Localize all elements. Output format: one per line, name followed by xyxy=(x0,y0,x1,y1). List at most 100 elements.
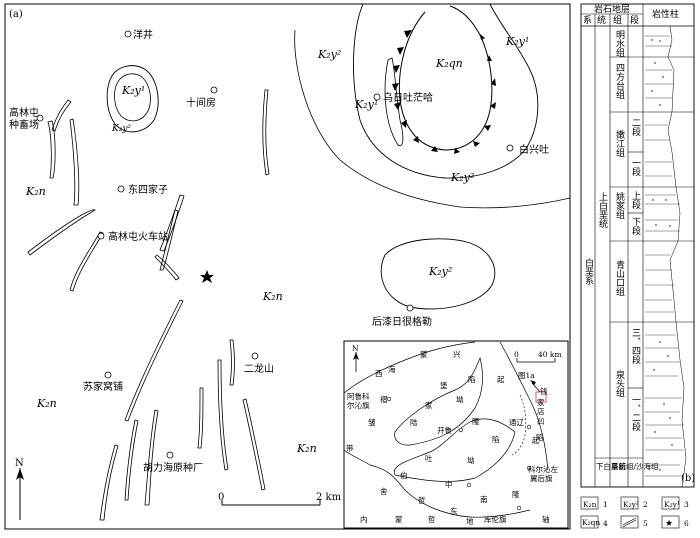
place-gaolintun-station: 高林屯火车站 xyxy=(108,230,168,243)
column-header-member: 段 xyxy=(630,14,639,26)
panel-a-label: (a) xyxy=(9,9,23,20)
sample-site-star-icon xyxy=(200,270,214,283)
formation-nenjiang: 嫩江组 xyxy=(614,129,625,157)
svg-text:西: 西 xyxy=(375,369,383,378)
legend-sym-2: K₂y² xyxy=(623,500,639,509)
legend-dike-symbol xyxy=(622,517,637,526)
svg-text:陷: 陷 xyxy=(536,432,544,442)
svg-text:内: 内 xyxy=(360,514,368,524)
svg-text:轴: 轴 xyxy=(542,514,550,524)
formation-mingshui: 明水组 xyxy=(614,30,625,57)
column-header-series: 统 xyxy=(597,14,606,26)
legend-num-2: 2 xyxy=(643,500,648,509)
svg-text:翼后旗: 翼后旗 xyxy=(530,473,553,483)
place-erlongshan: 二龙山 xyxy=(244,362,274,375)
svg-text:0: 0 xyxy=(514,350,519,359)
strat-column: 岩石地层 系 统 组 段 岩性柱 白垩系 上白垩统 明水组 四方台组 嫩江组 姚… xyxy=(580,3,695,488)
k2y1-outer-boundary xyxy=(353,3,539,179)
svg-text:中: 中 xyxy=(445,479,453,489)
place-markers xyxy=(36,30,514,459)
svg-text:陆: 陆 xyxy=(410,417,418,427)
unit-k2n-southwest: K₂n xyxy=(36,397,57,410)
unit-k2qn: K₂qn xyxy=(435,57,463,70)
member-nen1: 一段 xyxy=(630,158,641,177)
place-shijianfang: 十间房 xyxy=(186,96,216,109)
formation-yaojia: 姚家组 xyxy=(614,191,625,219)
svg-text:0: 0 xyxy=(218,492,224,503)
svg-text:起: 起 xyxy=(497,375,505,384)
svg-text:哲: 哲 xyxy=(428,515,436,524)
svg-text:哲: 哲 xyxy=(418,496,426,505)
svg-text:陷: 陷 xyxy=(468,374,476,384)
gaolintun-marker xyxy=(36,114,44,122)
place-wuritumangha: 乌日吐茫哈 xyxy=(383,91,433,104)
svg-text:皱: 皱 xyxy=(368,417,376,427)
svg-text:东: 东 xyxy=(450,506,458,516)
legend-num-4: 4 xyxy=(603,519,608,528)
svg-text:店: 店 xyxy=(537,406,545,416)
svg-text:通辽: 通辽 xyxy=(509,417,524,427)
place-baixingtu: 白兴吐 xyxy=(519,143,549,156)
unit-k2n-south: K₂n xyxy=(296,442,317,455)
member-yao-up: 上段 xyxy=(630,191,641,210)
unit-k2y1-small: K₂y¹ xyxy=(121,84,145,97)
svg-text:坳: 坳 xyxy=(456,394,464,404)
svg-text:科尔沁左: 科尔沁左 xyxy=(528,464,558,474)
k2y1-small-outer xyxy=(106,65,159,133)
legend: K₂n 1 K₂y² 2 K₂y¹ 3 K₂qn 4 5 ★ 6 xyxy=(580,496,689,529)
svg-text:阿鲁科: 阿鲁科 xyxy=(347,391,370,401)
column-header-formation: 组 xyxy=(613,14,622,26)
svg-text:N: N xyxy=(15,458,24,469)
unit-k2y2-ellipse: K₂y² xyxy=(428,265,452,278)
svg-text:蒙: 蒙 xyxy=(420,349,428,359)
legend-num-3: 3 xyxy=(684,500,689,509)
bottom-series-label: 下白垩统 xyxy=(596,461,626,471)
svg-text:图1a: 图1a xyxy=(518,371,535,380)
svg-text:伯: 伯 xyxy=(400,470,408,480)
svg-text:褶: 褶 xyxy=(380,394,388,404)
k2qn-fault-boundary xyxy=(398,5,493,151)
unit-k2y2-north: K₂y² xyxy=(317,48,341,61)
place-dongsijiazi: 东四家子 xyxy=(128,183,168,196)
svg-text:尔沁旗: 尔沁旗 xyxy=(347,400,370,410)
system-label: 白垩系 xyxy=(583,257,594,285)
column-header-system: 系 xyxy=(583,15,592,26)
svg-text:蒙: 蒙 xyxy=(395,514,403,524)
svg-text:陷: 陷 xyxy=(492,434,500,444)
svg-text:海: 海 xyxy=(388,364,396,374)
inset-map: N 0 40 km 图1a 蒙 兴 西 海 陷 起 阿鲁科 尔沁旗 褶 家 堡 … xyxy=(343,340,569,529)
member-nen2: 二段 xyxy=(630,118,641,137)
main-map-frame xyxy=(4,3,571,530)
svg-text:舍: 舍 xyxy=(380,486,388,496)
svg-text:钱: 钱 xyxy=(540,386,548,396)
unit-k2y2-small: K₂y² xyxy=(111,124,131,134)
svg-text:凹: 凹 xyxy=(537,417,545,426)
svg-text:N: N xyxy=(352,344,359,353)
north-arrow-main: N xyxy=(15,458,24,520)
svg-text:地: 地 xyxy=(466,516,474,526)
svg-text:库伦旗: 库伦旗 xyxy=(484,514,507,524)
place-labels: 洋井 十间房 高林屯 种畜场 东四家子 高林屯火车站 乌日吐茫哈 白兴吐 后漆日… xyxy=(9,28,549,474)
legend-num-1: 1 xyxy=(603,500,608,509)
svg-text:南: 南 xyxy=(480,494,488,504)
member-quan34: 三、四段 xyxy=(630,328,641,365)
place-houtaorihengele: 后漆日很格勒 xyxy=(372,315,432,328)
dike-set xyxy=(27,89,270,521)
place-gaolintun: 高林屯 xyxy=(9,106,39,119)
unit-k2n-central: K₂n xyxy=(262,290,283,303)
legend-sym-3: K₂y¹ xyxy=(664,500,680,509)
panel-b-label: (b) xyxy=(681,473,695,484)
svg-text:带: 带 xyxy=(346,444,354,453)
dike-lens xyxy=(384,57,404,146)
place-yangjing: 洋井 xyxy=(133,28,153,41)
svg-text:家: 家 xyxy=(537,397,545,407)
unit-k2y1-west: K₂y¹ xyxy=(354,98,378,111)
legend-num-6: 6 xyxy=(684,519,689,528)
place-zhongchuchang: 种畜场 xyxy=(9,118,39,131)
place-hulihai: 胡力海原种厂 xyxy=(143,461,203,474)
svg-text:堡: 堡 xyxy=(440,380,448,390)
member-yao-low: 下段 xyxy=(630,217,641,236)
svg-text:吐: 吐 xyxy=(425,454,433,463)
scale-bar-main: 0 2 km xyxy=(218,492,342,506)
